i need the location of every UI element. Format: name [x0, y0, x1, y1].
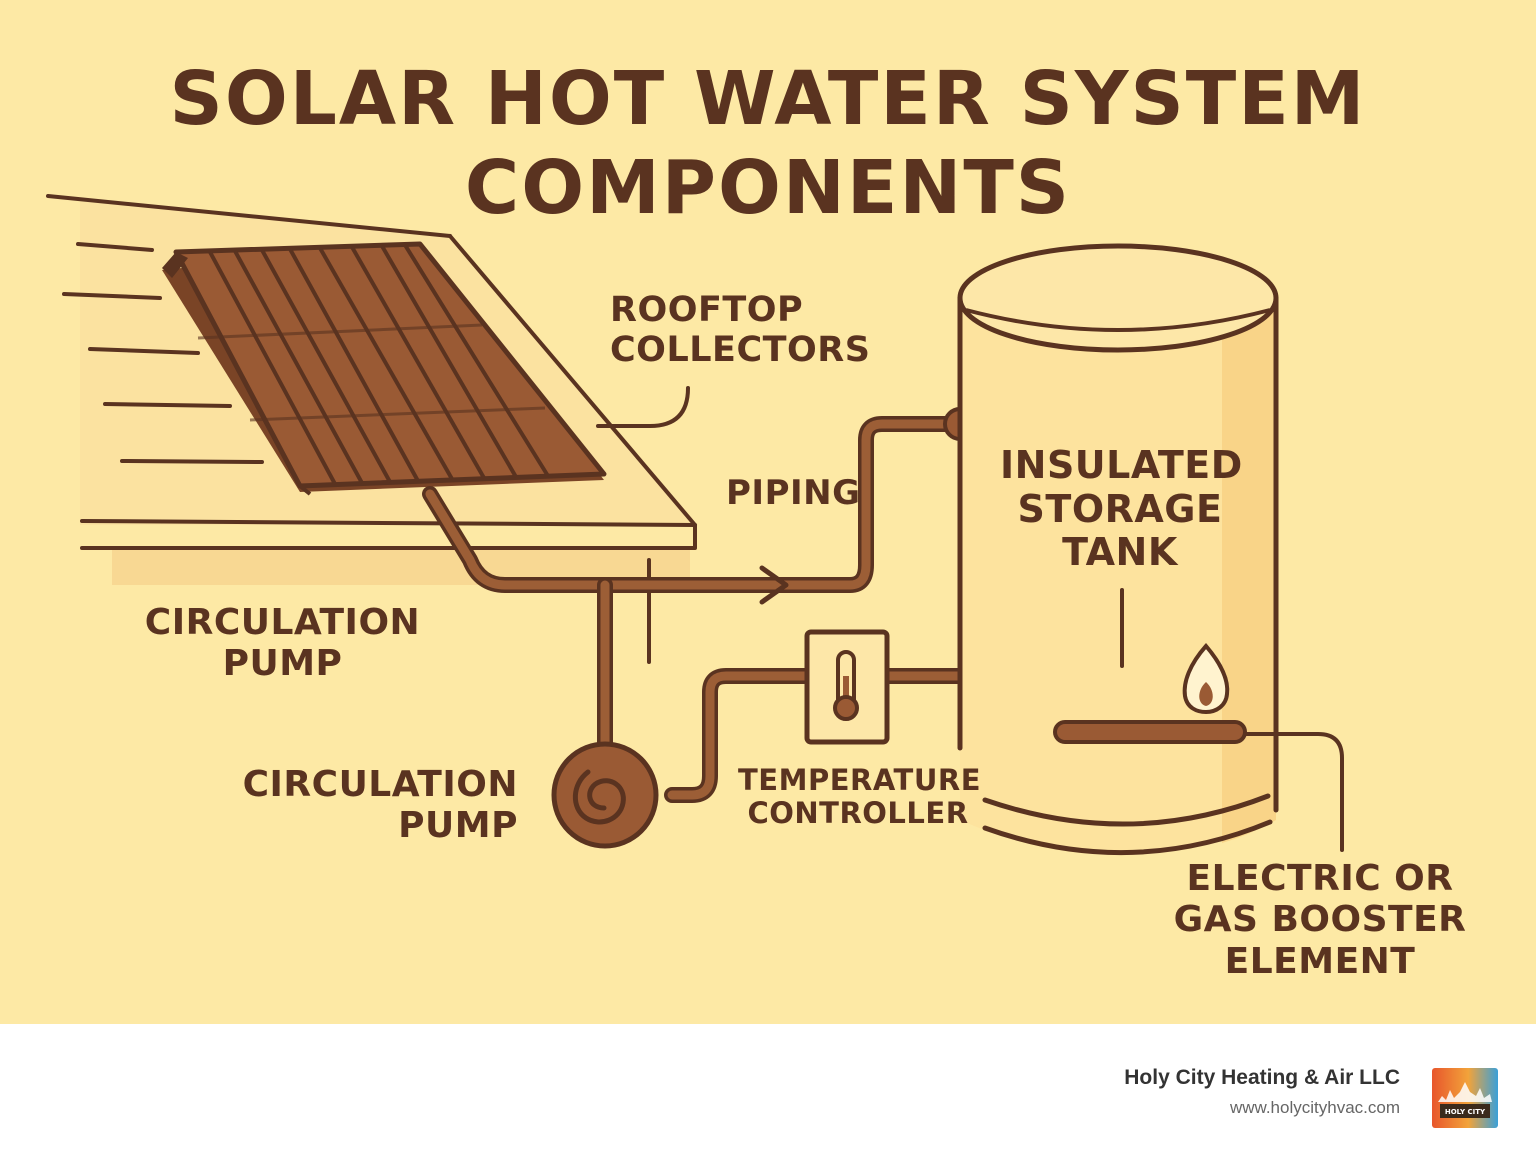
label-piping: PIPING [726, 473, 861, 513]
flame-icon [1182, 642, 1230, 715]
system-diagram [46, 194, 1344, 855]
solar-panel-icon [162, 241, 607, 496]
label-line: TANK [1062, 530, 1178, 575]
label-line: PUMP [398, 805, 518, 847]
company-website-link[interactable]: www.holycityhvac.com [1229, 1098, 1400, 1117]
logo-text: HOLY CITY [1445, 1108, 1486, 1116]
label-insulated-storage-tank: INSULATED STORAGE TANK [1000, 443, 1243, 575]
label-line: PIPING [726, 473, 861, 513]
diagram-title: SOLAR HOT WATER SYSTEM COMPONENTS [0, 55, 1536, 233]
label-line: ELECTRIC OR [1186, 858, 1454, 899]
label-rooftop-collectors: ROOFTOP COLLECTORS [610, 290, 870, 371]
label-circulation-pump-lower: CIRCULATION PUMP [230, 764, 518, 847]
label-circulation-pump-upper: CIRCULATION PUMP [140, 602, 425, 685]
footer: Holy City Heating & Air LLC www.holycity… [0, 1024, 1536, 1154]
label-temperature-controller: TEMPERATURE CONTROLLER [738, 763, 982, 831]
label-line: COLLECTORS [610, 330, 871, 371]
label-line: STORAGE [1017, 486, 1223, 531]
storage-tank-icon [957, 243, 1279, 855]
label-line: GAS BOOSTER [1173, 899, 1467, 941]
label-line: ELEMENT [1224, 940, 1416, 982]
thermometer-icon [804, 629, 890, 745]
label-line: INSULATED [1000, 443, 1243, 487]
label-line: CIRCULATION [242, 764, 518, 805]
label-line: PUMP [222, 643, 343, 685]
label-line: CIRCULATION [144, 602, 421, 643]
diagram-canvas: SOLAR HOT WATER SYSTEM COMPONENTS ROOFTO… [0, 0, 1536, 1024]
label-booster-element: ELECTRIC OR GAS BOOSTER ELEMENT [1150, 858, 1490, 982]
company-logo-icon: HOLY CITY [1432, 1068, 1498, 1128]
title-line-1: SOLAR HOT WATER SYSTEM [169, 56, 1367, 142]
label-line: ROOFTOP [610, 290, 804, 330]
title-line-2: COMPONENTS [464, 144, 1072, 231]
company-name: Holy City Heating & Air LLC [1124, 1066, 1400, 1089]
booster-element [1053, 720, 1344, 852]
label-line: CONTROLLER [747, 796, 969, 831]
label-line: TEMPERATURE [738, 763, 982, 797]
collectors-leader-line [596, 386, 690, 428]
pump-icon [551, 741, 659, 849]
